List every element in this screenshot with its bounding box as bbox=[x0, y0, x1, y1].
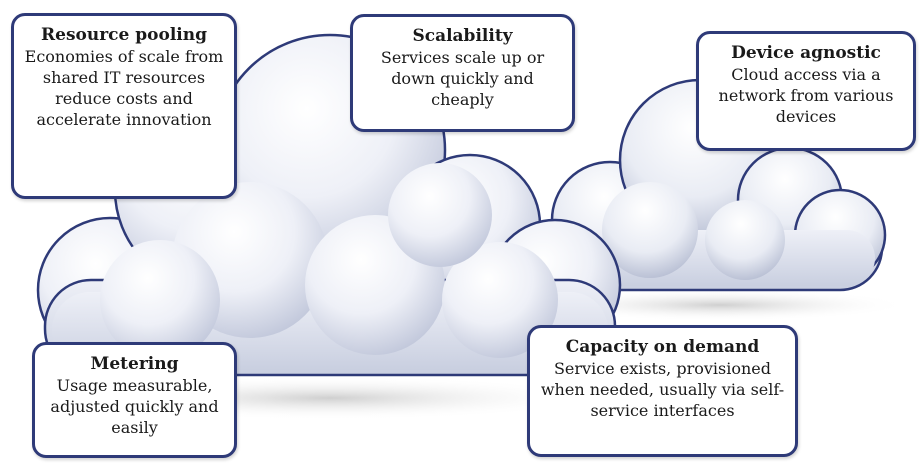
metering-title: Metering bbox=[90, 354, 179, 374]
capacity-on-demand-text: Service exists, provisioned when needed,… bbox=[540, 359, 785, 420]
metering-text: Usage measurable, adjusted quickly and e… bbox=[50, 376, 219, 437]
device-agnostic-title: Device agnostic bbox=[731, 43, 881, 63]
capacity-on-demand-callout: Capacity on demand Service exists, provi… bbox=[527, 325, 798, 457]
resource-pooling-callout: Resource pooling Economies of scale from… bbox=[11, 13, 237, 199]
device-agnostic-text: Cloud access via a network from various … bbox=[718, 65, 894, 126]
device-agnostic-callout: Device agnostic Cloud access via a netwo… bbox=[696, 31, 916, 151]
resource-pooling-title: Resource pooling bbox=[41, 25, 207, 45]
capacity-on-demand-title: Capacity on demand bbox=[565, 337, 760, 357]
metering-callout: Metering Usage measurable, adjusted quic… bbox=[32, 342, 237, 458]
cloud-shadow-right bbox=[530, 289, 910, 321]
scalability-text: Services scale up or down quickly and ch… bbox=[380, 48, 545, 109]
resource-pooling-text: Economies of scale from shared IT resour… bbox=[24, 47, 224, 129]
scalability-callout: Scalability Services scale up or down qu… bbox=[350, 14, 575, 132]
scalability-title: Scalability bbox=[412, 26, 513, 46]
